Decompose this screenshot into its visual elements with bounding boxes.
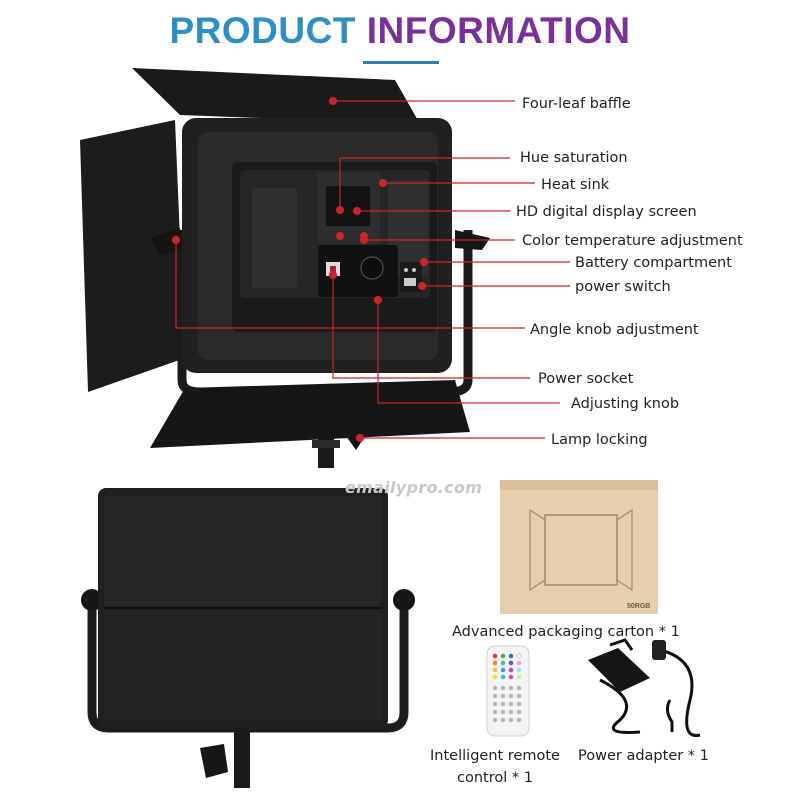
callout-color-temperature: Color temperature adjustment [522,233,743,249]
box-label: 50RGB [627,603,650,610]
callout-angle-knob: Angle knob adjustment [530,322,699,338]
page-title: PRODUCT INFORMATION [0,10,800,52]
remote-grey-buttons [492,685,522,723]
callout-hue-saturation: Hue saturation [520,150,628,166]
power-adapter [588,638,701,738]
callout-hd-display: HD digital display screen [516,204,697,220]
caption-packaging-carton: Advanced packaging carton * 1 [452,624,680,640]
remote-control [486,645,530,737]
title-word-information: INFORMATION [366,10,631,51]
callout-power-switch: power switch [575,279,671,295]
callout-adjusting-knob: Adjusting knob [571,396,680,412]
caption-power-adapter: Power adapter * 1 [578,748,709,764]
callout-heat-sink: Heat sink [541,177,610,193]
packaging-box: 50RGB [500,480,658,614]
callout-lamp-locking: Lamp locking [551,432,648,448]
callout-power-socket: Power socket [538,371,634,387]
title-underline [363,61,439,64]
callout-four-leaf-baffle: Four-leaf baffle [522,96,631,112]
caption-remote-line1: Intelligent remote [430,748,560,764]
remote-color-buttons [492,653,522,680]
caption-remote-line2: control * 1 [457,770,533,786]
callout-lines [171,96,570,443]
led-panel-back [80,68,490,468]
callout-battery-compartment: Battery compartment [575,255,732,271]
title-word-product: PRODUCT [169,10,356,51]
watermark: emailypro.com [345,478,483,497]
led-panel-front [81,488,415,788]
caption-remote-control: Intelligent remote control * 1 [420,745,570,789]
